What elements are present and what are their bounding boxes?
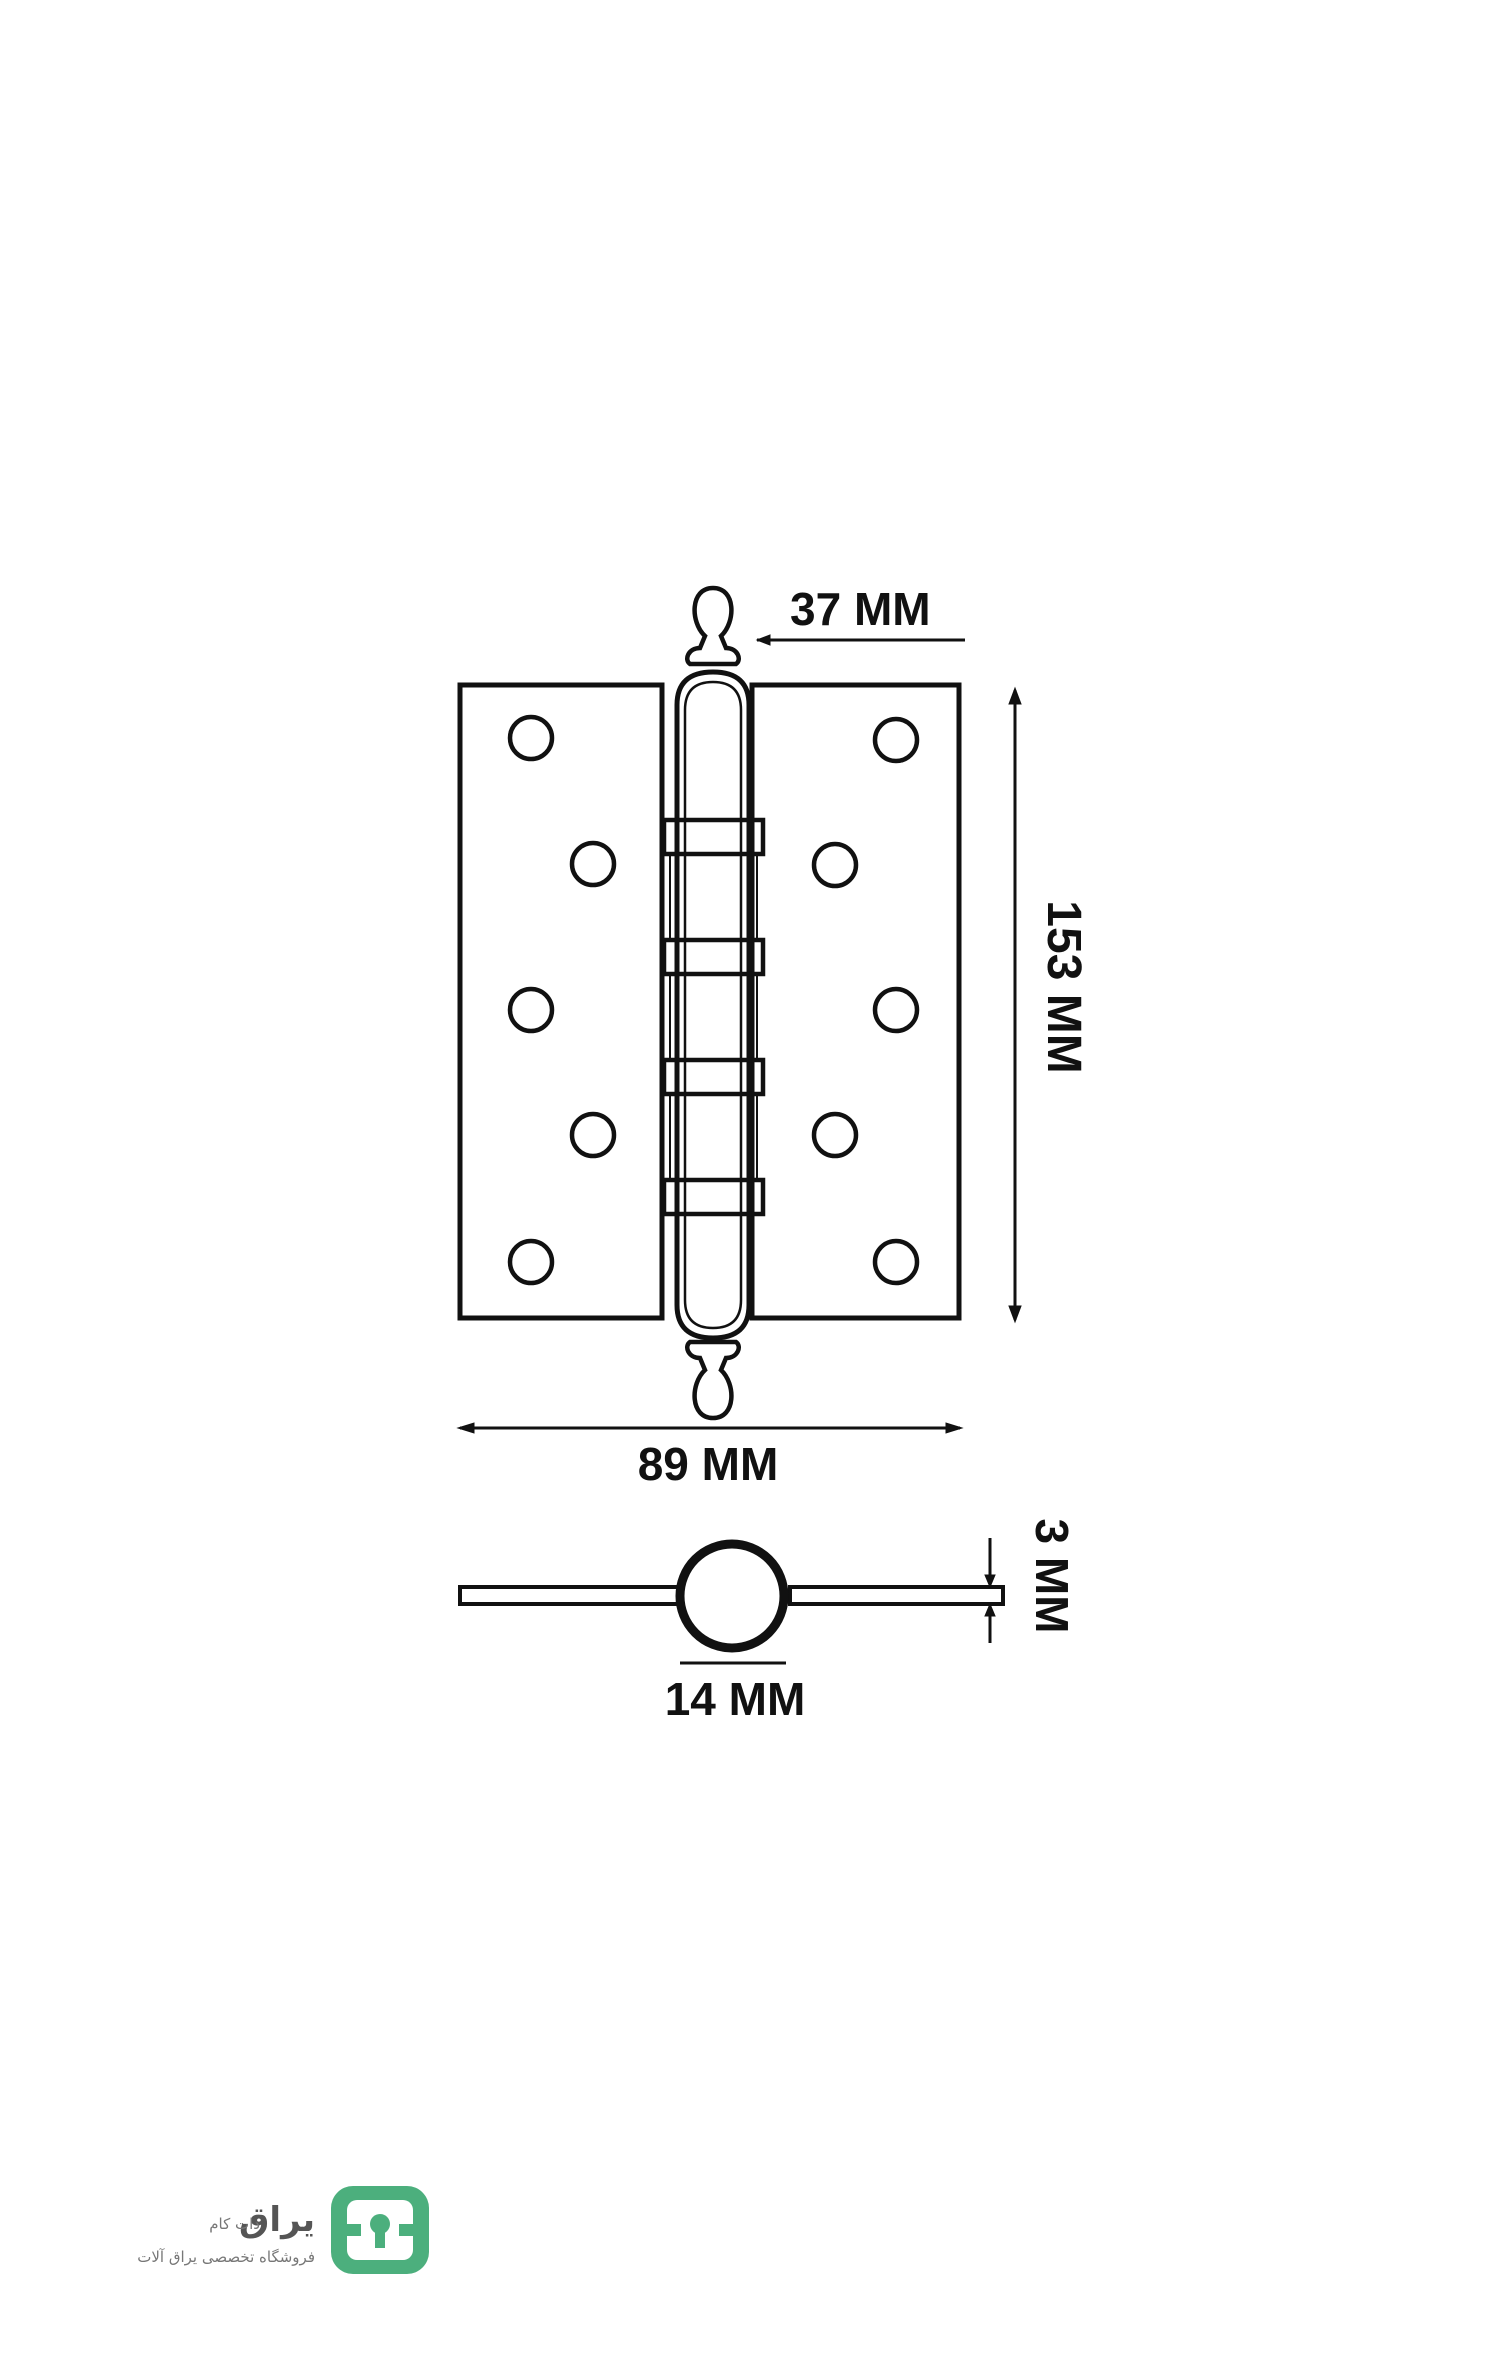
knuckle-band bbox=[661, 1057, 766, 1097]
left-leaf bbox=[457, 682, 665, 1321]
dimension-width: 89 MM bbox=[456, 1422, 964, 1490]
side-right-plate bbox=[788, 1585, 1005, 1606]
dimension-pin-offset: 37 MM bbox=[755, 583, 965, 646]
screw-hole bbox=[569, 840, 617, 888]
right-leaf bbox=[749, 682, 962, 1321]
screw-hole bbox=[507, 714, 555, 762]
dimension-thickness: 3 MM bbox=[984, 1519, 1078, 1643]
screw-hole bbox=[569, 1111, 617, 1159]
hinge-knuckle bbox=[661, 669, 766, 1341]
knuckle-band bbox=[661, 937, 766, 977]
thickness-label: 3 MM bbox=[1026, 1519, 1078, 1634]
screw-hole bbox=[811, 841, 859, 889]
logo-name: یراق bbox=[239, 2200, 315, 2240]
top-finial bbox=[685, 585, 741, 667]
side-knuckle bbox=[675, 1539, 789, 1653]
side-left-plate bbox=[458, 1585, 680, 1606]
bottom-finial bbox=[685, 1339, 741, 1421]
screw-hole bbox=[872, 716, 920, 764]
hinge-side-view bbox=[458, 1539, 1005, 1653]
screw-hole bbox=[507, 986, 555, 1034]
hinge-front-view bbox=[457, 585, 962, 1421]
brand-logo: یراق دات کام فروشگاه تخصصی یراق آلات bbox=[105, 2180, 435, 2300]
screw-hole bbox=[811, 1111, 859, 1159]
keyhole-logo-icon bbox=[331, 2186, 429, 2274]
screw-hole bbox=[872, 986, 920, 1034]
logo-domain-suffix: دات کام bbox=[209, 2215, 260, 2233]
width-label: 89 MM bbox=[638, 1438, 779, 1490]
dimension-knuckle-diameter: 14 MM bbox=[665, 1661, 806, 1725]
logo-tagline: فروشگاه تخصصی یراق آلات bbox=[137, 2248, 315, 2266]
dimension-height: 153 MM bbox=[1008, 686, 1090, 1324]
knuckle-diameter-label: 14 MM bbox=[665, 1673, 806, 1725]
knuckle-band bbox=[661, 1177, 766, 1217]
height-label: 153 MM bbox=[1037, 900, 1090, 1073]
knuckle-band bbox=[661, 817, 766, 857]
screw-hole bbox=[507, 1238, 555, 1286]
screw-hole bbox=[872, 1238, 920, 1286]
pin-offset-label: 37 MM bbox=[790, 583, 931, 635]
